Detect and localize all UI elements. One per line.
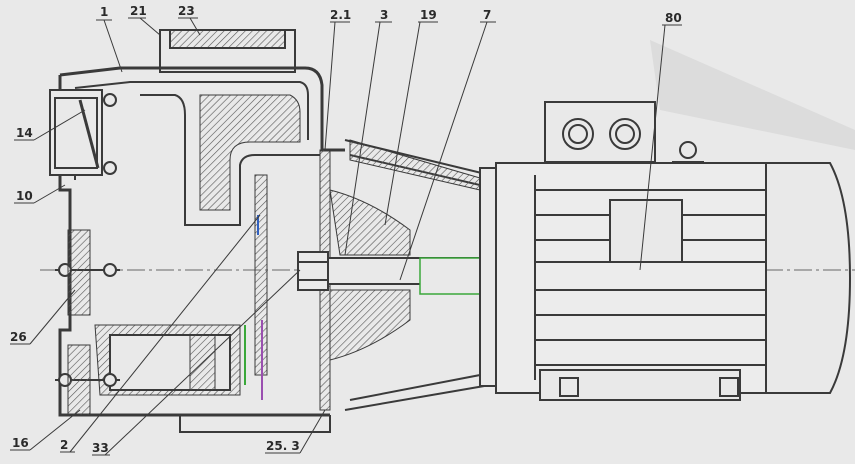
callout-21: 21 <box>130 4 147 18</box>
callout-33: 33 <box>92 441 109 455</box>
motor-adapter <box>344 139 497 411</box>
callout-3: 3 <box>380 8 389 22</box>
callout-23: 23 <box>178 4 195 18</box>
callout-26: 26 <box>10 330 27 344</box>
callout-16: 16 <box>12 436 29 450</box>
callout-10: 10 <box>16 189 33 203</box>
callout-2: 2 <box>60 438 69 452</box>
leader-lines <box>10 17 682 456</box>
callout-19: 19 <box>420 8 437 22</box>
callout-7: 7 <box>483 8 492 22</box>
callout-14: 14 <box>16 126 33 140</box>
pump-casing <box>49 29 345 433</box>
background-arrow-shape <box>650 40 855 150</box>
electric-motor <box>495 101 852 401</box>
callout-2-1: 2.1 <box>330 8 352 22</box>
callout-1: 1 <box>100 5 109 19</box>
callout-25-3: 25. 3 <box>266 439 300 453</box>
callout-80: 80 <box>665 11 682 25</box>
